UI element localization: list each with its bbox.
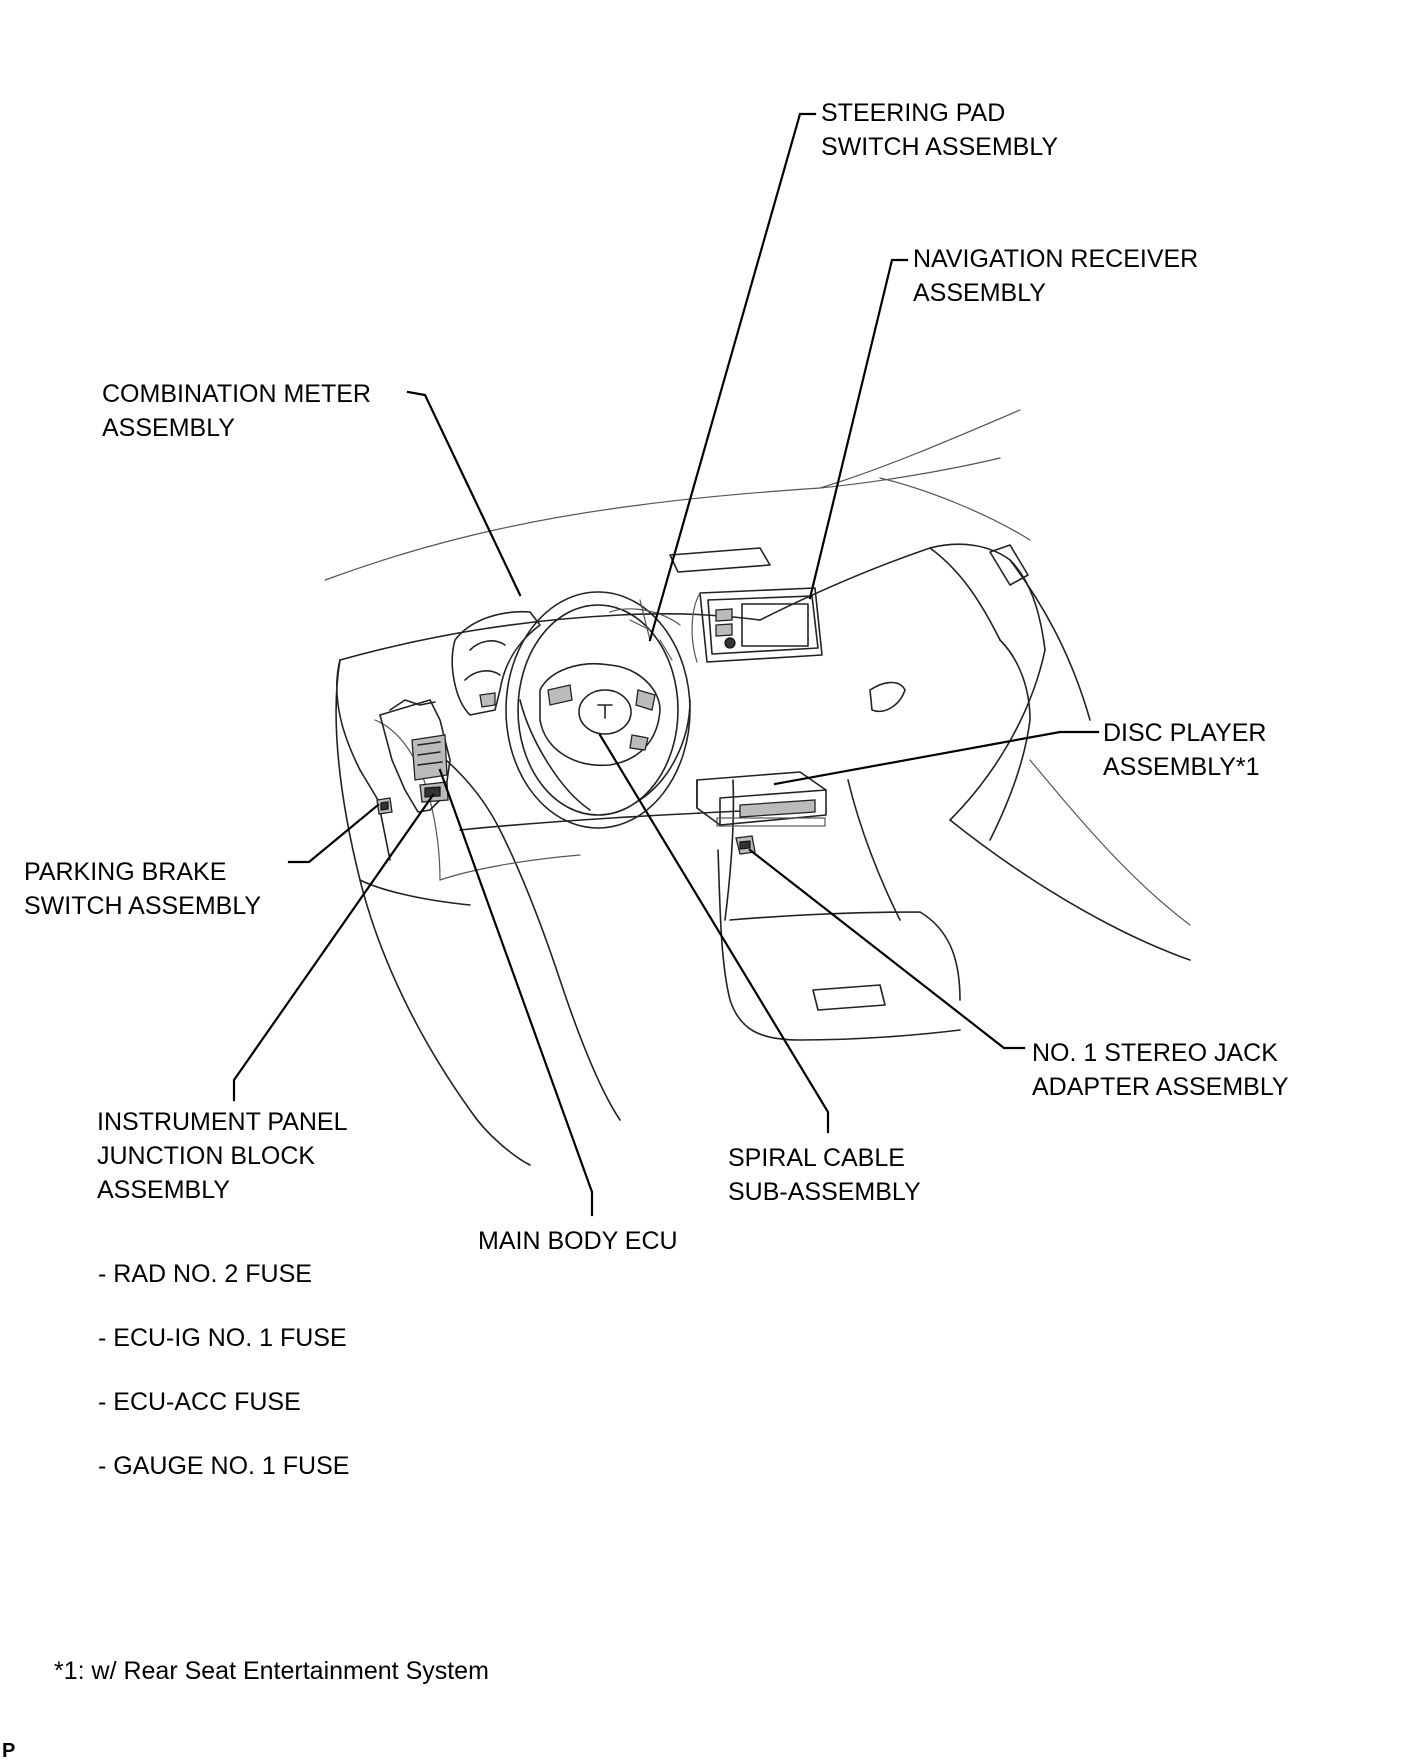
- disc-player-illustration: [696, 771, 827, 827]
- leader-junction-block: [232, 793, 435, 1102]
- leader-main-body-ecu: [438, 768, 594, 1217]
- fuse-list-item: - ECU-IG NO. 1 FUSE: [98, 1324, 347, 1352]
- parking-brake-switch-illustration: [376, 797, 393, 815]
- leader-disc-player: [773, 730, 1100, 786]
- leader-parking-brake: [287, 803, 380, 864]
- leader-combination-meter: [406, 390, 522, 597]
- footnote: *1: w/ Rear Seat Entertainment System: [54, 1657, 489, 1685]
- stereo-jack-illustration: [735, 835, 756, 855]
- label-disc-player-assembly: DISC PLAYER ASSEMBLY*1: [1103, 719, 1267, 781]
- navigation-receiver-illustration: [691, 587, 823, 663]
- leader-steering-pad: [648, 112, 817, 642]
- fuse-list-item: - RAD NO. 2 FUSE: [98, 1260, 312, 1288]
- leader-navigation-receiver: [808, 258, 909, 600]
- label-steering-pad-switch-assembly: STEERING PAD SWITCH ASSEMBLY: [821, 99, 1059, 161]
- label-navigation-receiver-assembly: NAVIGATION RECEIVER ASSEMBLY: [913, 245, 1199, 307]
- combination-meter-illustration: [451, 610, 541, 716]
- fuse-list-item: - ECU-ACC FUSE: [98, 1388, 301, 1416]
- label-instrument-panel-junction-block-assembly: INSTRUMENT PANEL JUNCTION BLOCK ASSEMBLY: [97, 1108, 348, 1204]
- leader-stereo-jack: [748, 848, 1026, 1050]
- label-spiral-cable-sub-assembly: SPIRAL CABLE SUB-ASSEMBLY: [728, 1144, 921, 1206]
- steering-wheel-illustration: [505, 591, 691, 829]
- fuse-list-item: - GAUGE NO. 1 FUSE: [98, 1452, 350, 1480]
- label-stereo-jack-adapter-assembly: NO. 1 STEREO JACK ADAPTER ASSEMBLY: [1032, 1039, 1289, 1101]
- corner-mark: P: [2, 1740, 16, 1762]
- label-parking-brake-switch-assembly: PARKING BRAKE SWITCH ASSEMBLY: [24, 858, 262, 920]
- label-main-body-ecu: MAIN BODY ECU: [478, 1227, 678, 1255]
- junction-block-illustration: [379, 699, 451, 813]
- label-combination-meter-assembly: COMBINATION METER ASSEMBLY: [102, 380, 371, 442]
- leader-spiral-cable: [598, 733, 830, 1134]
- leader-lines: [232, 112, 1100, 1217]
